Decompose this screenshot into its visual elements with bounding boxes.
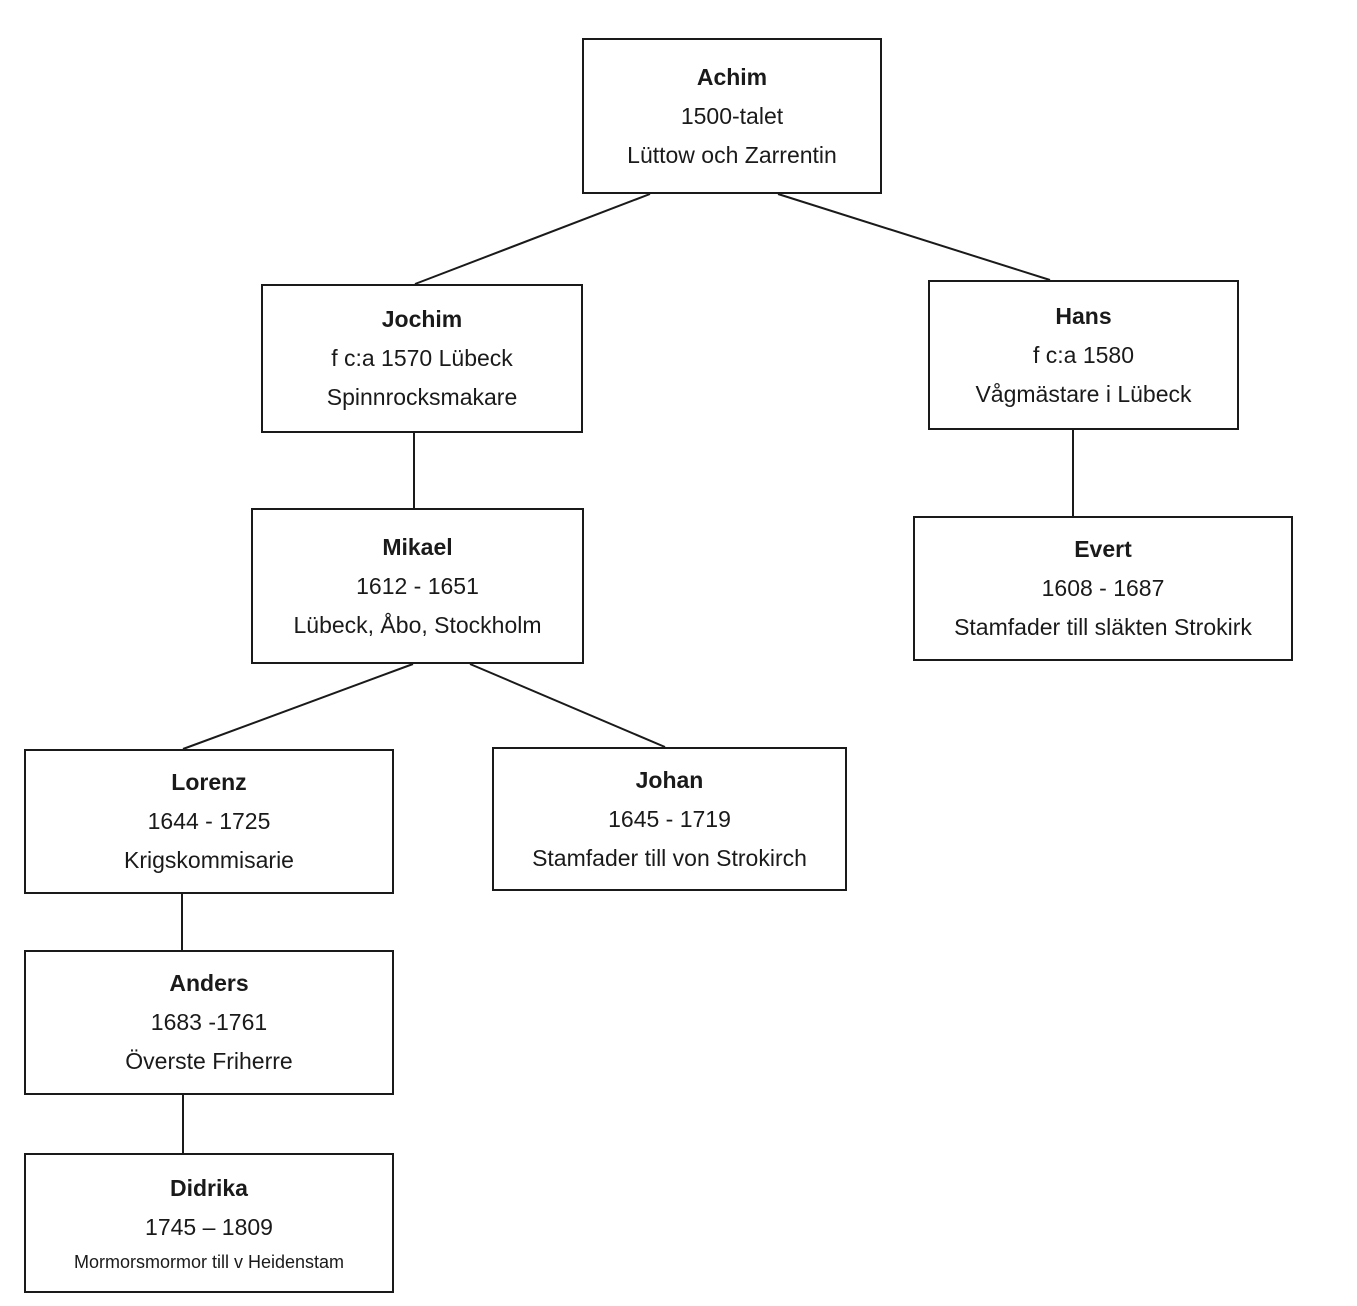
person-description: Lübeck, Åbo, Stockholm bbox=[293, 611, 542, 638]
person-box-mikael: Mikael 1612 - 1651 Lübeck, Åbo, Stockhol… bbox=[251, 508, 584, 664]
person-description: Överste Friherre bbox=[125, 1048, 293, 1074]
person-description: Krigskommisarie bbox=[124, 847, 294, 873]
person-name: Didrika bbox=[170, 1175, 248, 1201]
person-years: 1644 - 1725 bbox=[147, 808, 271, 834]
edge-mikael-johan bbox=[469, 663, 666, 748]
edge-achim-jochim bbox=[414, 193, 651, 285]
person-box-hans: Hans f c:a 1580 Vågmästare i Lübeck bbox=[928, 280, 1239, 430]
person-box-jochim: Jochim f c:a 1570 Lübeck Spinnrocksmakar… bbox=[261, 284, 583, 433]
person-years: 1500-talet bbox=[680, 102, 784, 129]
edge-achim-hans bbox=[777, 193, 1051, 281]
person-description: Spinnrocksmakare bbox=[326, 384, 518, 410]
person-description: Vågmästare i Lübeck bbox=[975, 380, 1192, 407]
person-years: f c:a 1570 Lübeck bbox=[331, 345, 513, 371]
person-years: f c:a 1580 bbox=[1032, 341, 1135, 368]
person-name: Achim bbox=[696, 63, 768, 90]
person-name: Evert bbox=[1074, 536, 1132, 562]
person-name: Lorenz bbox=[171, 769, 247, 795]
person-name: Hans bbox=[1055, 302, 1112, 329]
person-years: 1745 – 1809 bbox=[145, 1214, 273, 1240]
person-description: Lüttow och Zarrentin bbox=[627, 141, 837, 168]
person-years: 1645 - 1719 bbox=[608, 805, 731, 832]
person-name: Jochim bbox=[381, 306, 463, 332]
person-box-lorenz: Lorenz 1644 - 1725 Krigskommisarie bbox=[24, 749, 394, 894]
person-description: Mormorsmormor till v Heidenstam bbox=[73, 1252, 345, 1272]
person-box-anders: Anders 1683 -1761 Överste Friherre bbox=[24, 950, 394, 1095]
person-name: Mikael bbox=[382, 533, 453, 560]
person-years: 1608 - 1687 bbox=[1041, 575, 1165, 601]
person-box-didrika: Didrika 1745 – 1809 Mormorsmormor till v… bbox=[24, 1153, 394, 1293]
person-box-johan: Johan 1645 - 1719 Stamfader till von Str… bbox=[492, 747, 847, 891]
person-description: Stamfader till släkten Strokirk bbox=[954, 614, 1252, 640]
person-years: 1683 -1761 bbox=[150, 1009, 268, 1035]
edge-mikael-lorenz bbox=[182, 663, 414, 750]
person-name: Johan bbox=[635, 766, 704, 793]
person-name: Anders bbox=[169, 970, 249, 996]
person-years: 1612 - 1651 bbox=[356, 572, 479, 599]
person-box-achim: Achim 1500-talet Lüttow och Zarrentin bbox=[582, 38, 882, 194]
person-description: Stamfader till von Strokirch bbox=[532, 844, 807, 871]
person-box-evert: Evert 1608 - 1687 Stamfader till släkten… bbox=[913, 516, 1293, 661]
